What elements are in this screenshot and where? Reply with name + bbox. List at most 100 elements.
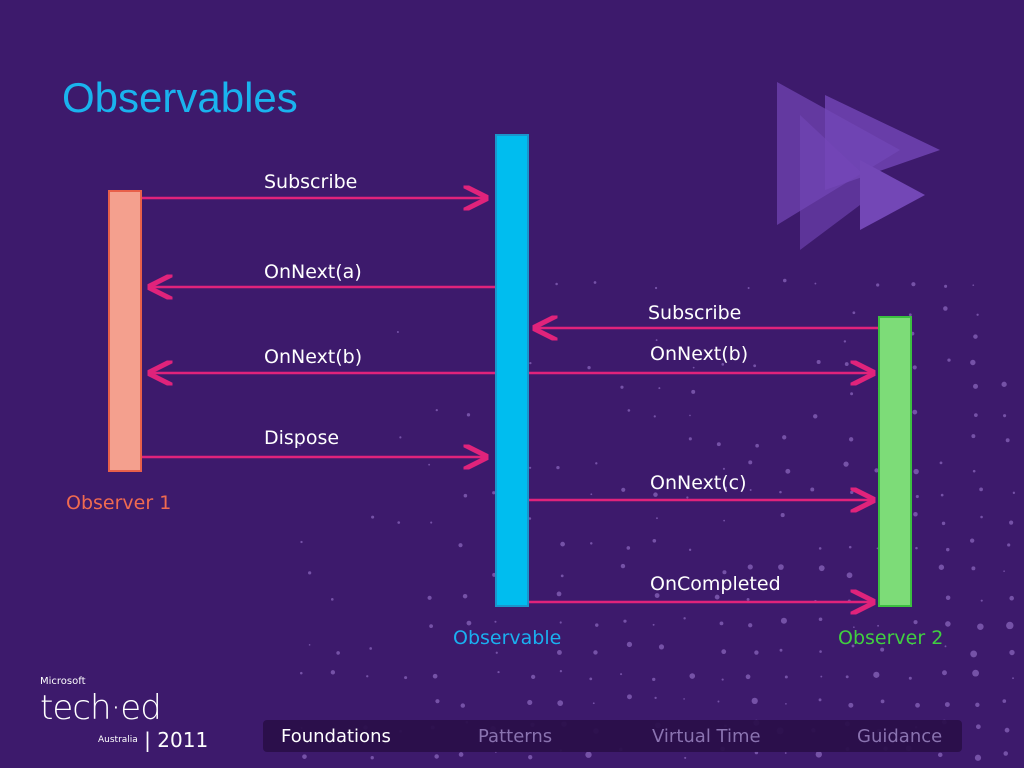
dot <box>844 362 849 367</box>
dot <box>460 703 466 708</box>
dot <box>780 513 785 518</box>
dot <box>941 521 946 526</box>
dot <box>1007 543 1011 547</box>
message-label: OnNext(a) <box>264 261 362 283</box>
dot <box>688 437 692 441</box>
dot <box>944 702 950 707</box>
dot <box>721 649 727 655</box>
dot <box>714 594 720 600</box>
dot <box>1001 381 1007 387</box>
dot <box>435 699 440 704</box>
dot <box>723 519 725 522</box>
dot <box>911 643 914 646</box>
dot <box>1006 621 1014 630</box>
dot <box>970 650 978 658</box>
dot <box>492 491 496 495</box>
dot <box>654 593 660 598</box>
dot <box>654 286 658 290</box>
nav-patterns[interactable]: Patterns <box>478 726 553 747</box>
dot <box>466 413 471 417</box>
dot <box>843 340 847 343</box>
dot <box>818 617 823 622</box>
dot <box>880 699 885 704</box>
dot <box>716 442 721 447</box>
slide-title: Observables <box>62 74 298 121</box>
message-label: OnNext(b) <box>264 346 363 368</box>
dot <box>595 462 598 465</box>
dot <box>692 366 695 369</box>
dot <box>369 647 372 650</box>
observer2-lifeline <box>878 316 912 607</box>
dot <box>980 599 983 602</box>
dot <box>494 620 497 623</box>
dot <box>689 673 696 679</box>
dot <box>816 359 821 365</box>
dot <box>527 699 533 706</box>
dot <box>747 564 753 570</box>
play-triangles-decoration <box>777 82 940 250</box>
dot <box>818 565 825 572</box>
dot <box>848 437 854 442</box>
dot <box>785 703 787 705</box>
dot <box>717 700 720 703</box>
dot <box>560 574 564 578</box>
dot <box>559 670 563 673</box>
dot <box>942 670 947 676</box>
dot <box>721 363 725 366</box>
dot <box>300 540 303 544</box>
dot <box>626 641 633 648</box>
dot <box>784 675 788 679</box>
logo-brand: Microsoft <box>40 676 86 687</box>
dot <box>975 724 981 730</box>
dot <box>528 517 532 520</box>
dot <box>784 752 787 754</box>
dot <box>972 284 975 286</box>
nav-foundations[interactable]: Foundations <box>281 726 391 747</box>
logo-year: 2011 <box>157 728 209 752</box>
dot <box>746 597 750 601</box>
message-label: Dispose <box>264 427 340 449</box>
dot <box>912 409 918 415</box>
dot <box>1012 677 1014 680</box>
dot <box>748 623 753 628</box>
dot <box>497 670 500 674</box>
dot <box>595 623 599 627</box>
dot <box>1009 520 1014 525</box>
dot <box>1002 699 1007 703</box>
dot <box>1009 649 1015 656</box>
dot <box>877 624 880 627</box>
dot <box>299 444 302 447</box>
dot <box>975 702 980 708</box>
nav-virtual-time[interactable]: Virtual Time <box>652 726 761 747</box>
dot <box>688 548 692 552</box>
observable-lifeline <box>495 134 529 607</box>
dot <box>751 697 758 704</box>
dot <box>753 364 757 368</box>
dot <box>755 443 759 448</box>
dot <box>434 754 439 759</box>
dot <box>876 283 880 287</box>
dot <box>557 700 564 706</box>
dot <box>621 487 626 492</box>
dot <box>620 673 623 676</box>
dot <box>555 282 558 286</box>
dot <box>427 595 432 600</box>
dot <box>938 564 945 570</box>
dot <box>556 591 562 597</box>
nav-guidance[interactable]: Guidance <box>857 726 943 747</box>
dot <box>463 493 468 498</box>
dot <box>557 650 562 655</box>
dot <box>587 365 591 370</box>
logo-name: tech·ed <box>40 688 162 728</box>
dot <box>721 678 724 681</box>
dot <box>458 543 463 548</box>
dot <box>748 460 753 465</box>
dot <box>848 545 852 549</box>
dot <box>592 702 595 705</box>
dot <box>330 598 334 601</box>
dot <box>945 621 951 627</box>
dot <box>848 702 854 708</box>
dot <box>1005 438 1010 443</box>
